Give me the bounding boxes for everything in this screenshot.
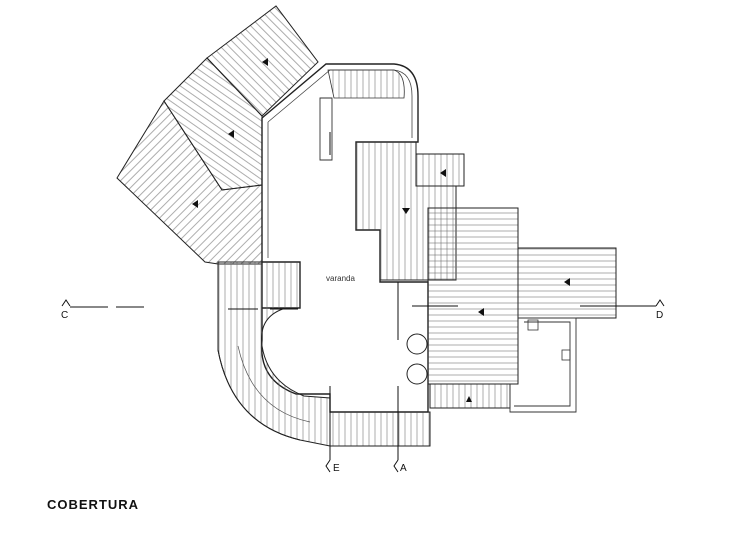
arrow-marker	[228, 130, 234, 138]
arrow-marker	[440, 169, 446, 177]
planter	[527, 319, 539, 331]
section-lines	[70, 132, 656, 460]
inner-wall-top	[319, 97, 333, 161]
section-marker-a: A	[393, 459, 407, 474]
section-label-d: D	[656, 310, 663, 321]
arrow-marker	[262, 58, 268, 66]
planter	[561, 349, 571, 361]
arrow-marker	[564, 278, 570, 286]
roof-panels-northwest	[116, 5, 319, 265]
drawing-title: COBERTURA	[47, 497, 140, 512]
arrow-marker	[466, 396, 472, 402]
arrow-marker	[192, 200, 198, 208]
terrace-outline	[509, 317, 577, 413]
roof-panel-east-main	[427, 207, 519, 385]
curved-eave	[217, 349, 301, 441]
curved-eave-inner	[237, 345, 311, 423]
roof-panel-southwest	[217, 261, 431, 447]
curved-stair	[327, 69, 405, 99]
section-label-e: E	[333, 463, 340, 474]
roof-panels-east	[427, 207, 617, 413]
column	[406, 333, 428, 355]
section-label-a: A	[400, 463, 407, 474]
roof-panel-small	[415, 153, 465, 187]
section-marker-e: E	[325, 459, 340, 474]
section-marker-d: D	[655, 299, 665, 321]
arrow-marker	[402, 208, 410, 214]
arrow-marker	[478, 308, 484, 316]
column	[406, 363, 428, 385]
section-marker-c: C	[61, 299, 71, 321]
room-label-varanda: varanda	[326, 274, 355, 283]
section-label-c: C	[61, 310, 68, 321]
roof-panel-east-lower	[429, 383, 511, 409]
